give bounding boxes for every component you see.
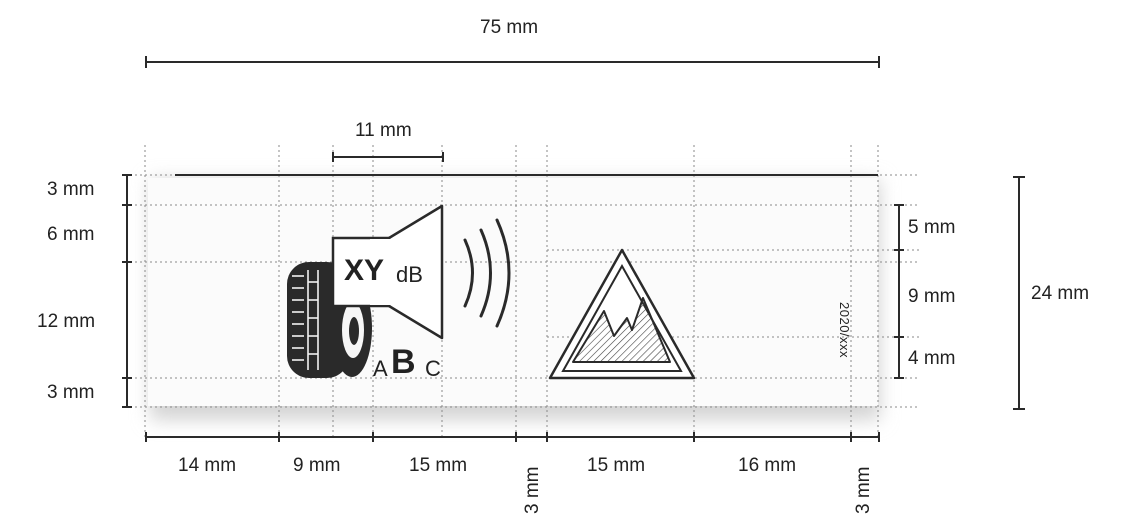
- dim-bottom-widths: [145, 432, 880, 442]
- regulation-code: 2020/xxx: [837, 302, 852, 359]
- bottom-c2-label: 9 mm: [293, 455, 341, 476]
- left-bottom-margin-label: 3 mm: [47, 382, 95, 403]
- dim-left-heights: [122, 174, 132, 408]
- bottom-c5-label: 16 mm: [738, 455, 797, 476]
- bottom-gap2-label: 3 mm: [853, 466, 874, 515]
- total-height-label: 24 mm: [1031, 283, 1090, 304]
- noise-unit: dB: [396, 262, 423, 287]
- total-width-label: 75 mm: [480, 17, 539, 38]
- label-area: [148, 178, 878, 406]
- noise-value: XY: [344, 254, 385, 287]
- class-c-letter: C: [425, 356, 441, 381]
- right-lower-label: 4 mm: [908, 348, 956, 369]
- grid-lines: [125, 145, 920, 440]
- dim-total-height: [1013, 176, 1025, 410]
- left-top-margin-label: 3 mm: [47, 179, 95, 200]
- class-b-letter: B: [391, 343, 416, 381]
- right-upper-label: 5 mm: [908, 217, 956, 238]
- speaker-icon: [331, 204, 444, 340]
- right-middle-label: 9 mm: [908, 286, 956, 307]
- dim-total-width: [145, 56, 880, 68]
- bottom-c3-label: 15 mm: [409, 455, 468, 476]
- dim-right-heights: [894, 204, 904, 379]
- speaker-width-label: 11 mm: [355, 120, 412, 141]
- bottom-c4-label: 15 mm: [587, 455, 646, 476]
- mountain-snowflake-icon: [548, 248, 696, 380]
- class-a-letter: A: [373, 356, 388, 381]
- bottom-gap1-label: 3 mm: [522, 466, 543, 515]
- sound-waves-icon: [463, 218, 511, 328]
- left-middle-label: 12 mm: [37, 311, 96, 332]
- dim-speaker-width: [332, 152, 444, 162]
- bottom-c1-label: 14 mm: [178, 455, 237, 476]
- left-upper-label: 6 mm: [47, 224, 95, 245]
